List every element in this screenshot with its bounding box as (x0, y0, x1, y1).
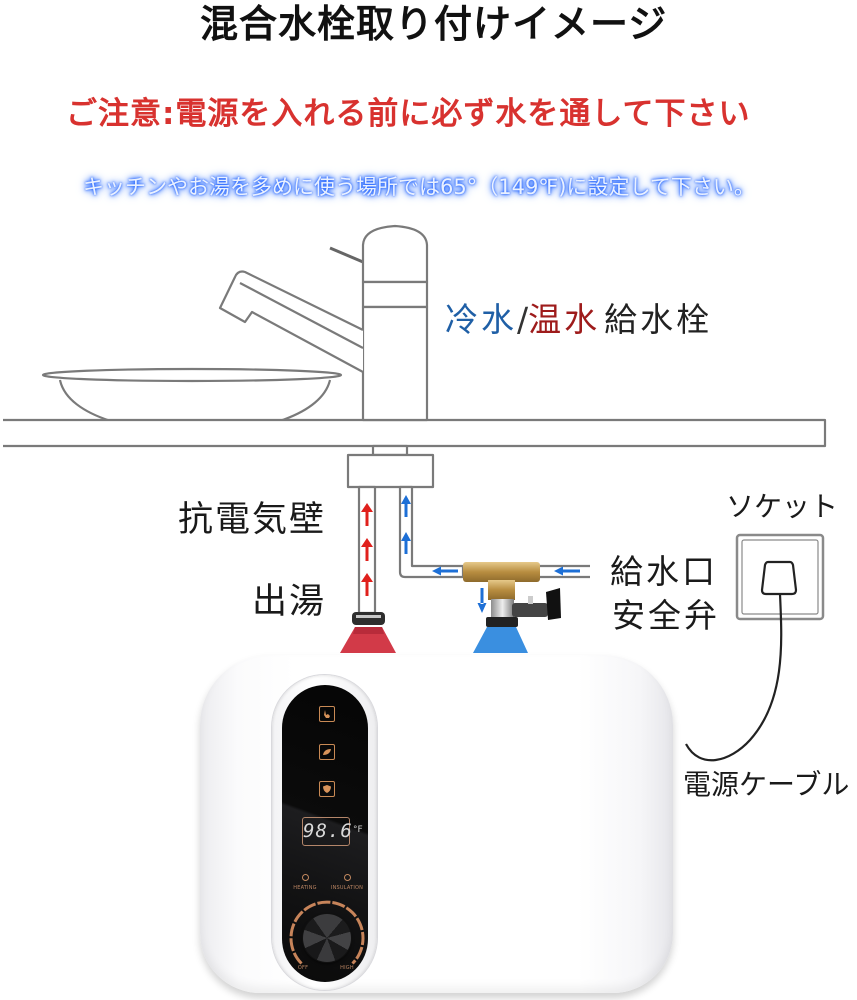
insulation-indicator-led (344, 874, 351, 881)
temperature-tip: キッチンやお湯を多めに使う場所では65°（149℉)に設定して下さい。 (83, 175, 755, 199)
cold-flow-arrows (401, 495, 580, 613)
hand-icon (319, 706, 335, 722)
countertop (3, 418, 827, 448)
inlet-pipe (540, 564, 590, 579)
power-cable-line (685, 593, 783, 762)
knob-high-label: HIGH (340, 965, 354, 971)
leaf-icon (319, 744, 335, 760)
water-inlet-label: 給水口 (610, 552, 718, 591)
heating-indicator-led (302, 874, 309, 881)
temperature-display: 98.6 (302, 817, 352, 846)
faucet-icon (218, 224, 429, 422)
temperature-knob (303, 914, 351, 962)
water-heater-body (200, 655, 673, 993)
connector-neck (371, 444, 409, 457)
knob-off-label: OFF (297, 965, 309, 971)
sink-bowl-icon (41, 367, 343, 435)
connector-block (346, 453, 435, 489)
hot-flow-arrows (361, 503, 373, 596)
faucet-label: 冷水/温水給水栓 (445, 300, 712, 340)
warm-water-text: 温水 (528, 300, 601, 339)
cold-pipe (398, 485, 465, 579)
hot-outlet-fitting (340, 612, 396, 653)
cold-water-text: 冷水 (445, 300, 517, 339)
safety-valve-assembly (463, 562, 561, 653)
faucet-text: 給水栓 (604, 300, 713, 339)
shield-icon (319, 781, 335, 797)
slash-text: / (517, 300, 529, 339)
socket-label: ソケット (726, 490, 839, 523)
control-panel: 98.6 °F HEATING INSULATION OFF HIGH (282, 685, 368, 982)
insulation-label: INSULATION (330, 885, 364, 891)
heating-label: HEATING (293, 885, 317, 891)
power-cable-label: 電源ケーブル (683, 768, 850, 801)
warning-text: ご注意:電源を入れる前に必ず水を通して下さい (66, 96, 751, 132)
safety-valve-label: 安全弁 (612, 596, 720, 635)
temperature-unit: °F (353, 825, 363, 835)
anti-electric-wall-label: 抗電気壁 (178, 500, 327, 540)
dial-scale-arc (289, 900, 365, 965)
page-title: 混合水栓取り付けイメージ (200, 2, 668, 46)
hot-outlet-label: 出湯 (252, 582, 327, 622)
